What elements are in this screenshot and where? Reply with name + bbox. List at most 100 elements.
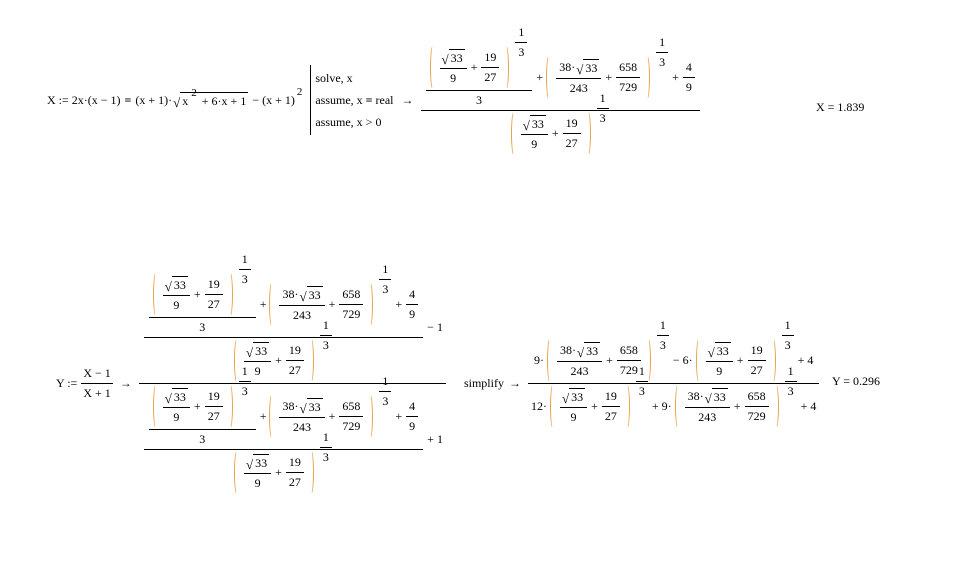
math-text: 3 (638, 383, 645, 398)
math-text: 1 (599, 90, 606, 105)
fraction-bar (279, 416, 325, 418)
denominator: 729 (617, 363, 641, 378)
denominator: 3 (636, 384, 648, 399)
fraction-bar (244, 472, 272, 474)
denominator: 243 (290, 308, 314, 323)
math-row: 38·√33 (281, 285, 323, 303)
fraction-bar (515, 41, 528, 43)
denominator: 3 (656, 55, 668, 70)
numerator: 4 (406, 287, 418, 302)
math-text: 243 (293, 307, 312, 322)
math-text: + (193, 398, 201, 413)
math-text: 33 (531, 116, 544, 131)
math-text: 33 (173, 389, 186, 404)
keyword-assume-real: assume, x=real (315, 93, 394, 107)
math-text: 19 (565, 115, 578, 130)
symbolic-arrow: → (401, 92, 414, 107)
square-root: √33 (299, 397, 323, 415)
square-root: √33 (165, 275, 188, 293)
denominator: 243 (567, 81, 591, 96)
denominator: 9 (252, 476, 264, 491)
math-text: + (536, 69, 544, 84)
math-text: 3 (322, 337, 329, 352)
square-root: √33 (577, 341, 601, 359)
math-text: − 1 (427, 319, 443, 334)
keyword-simplify[interactable]: simplify (463, 375, 504, 390)
math-text: 1 (322, 429, 329, 444)
fraction-bar (705, 360, 733, 362)
fraction-bar (204, 293, 223, 295)
square-root: √33 (705, 387, 728, 405)
radical-sign: √ (441, 51, 449, 67)
math-text: 33 (308, 399, 321, 414)
left-paren (546, 337, 553, 383)
fraction-bar (656, 51, 669, 53)
math-text: + (606, 352, 613, 367)
math-text: 12· (530, 398, 547, 413)
math-text: 3 (199, 431, 206, 446)
numerator: 38·√33 (279, 285, 324, 303)
math-text: 729 (619, 362, 638, 377)
numerator: 19 (205, 277, 223, 292)
denominator: 243 (568, 364, 592, 379)
radicand: 33 (253, 341, 270, 359)
denominator: 3 (239, 272, 251, 287)
math-text: 3 (659, 54, 666, 69)
fraction-bar (143, 336, 424, 338)
math-text: 38· (559, 342, 576, 357)
right-paren (227, 271, 233, 317)
math-text: 3 (241, 383, 248, 398)
left-paren (695, 337, 702, 383)
square-root: √33 (576, 58, 600, 76)
fraction-bar (520, 133, 548, 135)
left-paren (674, 383, 681, 429)
denominator: 3 (515, 45, 527, 60)
math-text: 38· (559, 59, 576, 74)
denominator: 729 (339, 419, 363, 434)
denominator: 729 (616, 80, 640, 95)
x-value-region[interactable]: X = 1.839 (815, 100, 865, 115)
right-paren (644, 54, 651, 100)
numerator: 19 (481, 50, 499, 65)
fraction-bar (148, 316, 256, 318)
symbolic-keywords[interactable]: solve, x assume, x=real assume, x > 0 (310, 65, 397, 135)
left-paren (234, 449, 240, 495)
fraction-bar (635, 380, 648, 382)
denominator: 729 (339, 307, 363, 322)
denominator: 3 (597, 111, 609, 126)
y-value-region[interactable]: Y = 0.296 (831, 374, 881, 389)
